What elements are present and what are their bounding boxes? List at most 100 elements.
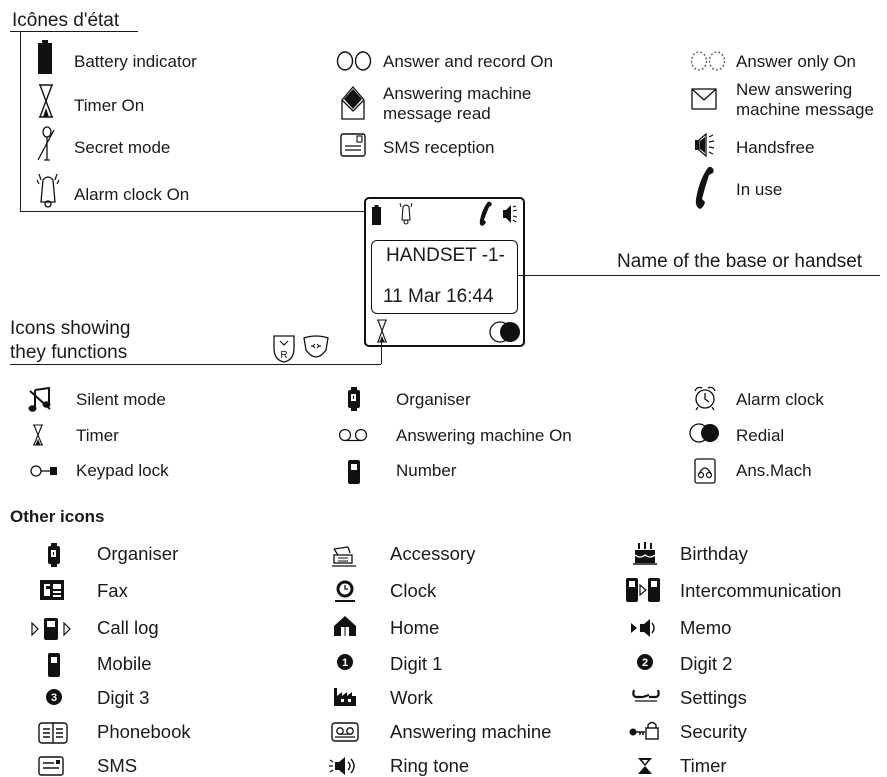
accessory-icon	[330, 545, 358, 567]
display-redial-icon	[489, 321, 521, 343]
silent-mode-icon	[28, 386, 52, 413]
fn-label-keypad-lock: Keypad lock	[76, 461, 169, 480]
alarm-clock-icon	[692, 385, 718, 411]
svg-text:2: 2	[642, 657, 648, 669]
handsfree-icon	[694, 132, 718, 158]
status-label-in-use: In use	[736, 180, 783, 199]
timer-on-icon	[38, 84, 54, 118]
answering-machine-icon	[331, 722, 359, 742]
status-label-answer-record: Answer and record On	[383, 52, 554, 71]
settings-icon	[631, 687, 661, 705]
display-text-box	[371, 240, 518, 314]
clock-icon	[333, 579, 357, 603]
timer-icon	[32, 424, 44, 446]
other-label-intercommunication: Intercommunication	[680, 580, 842, 601]
status-label-secret-mode: Secret mode	[74, 138, 171, 157]
fn-label-answering-machine-on: Answering machine On	[396, 426, 572, 445]
name-connector-line	[518, 275, 880, 276]
other-label-fax: Fax	[97, 580, 128, 601]
status-label-handsfree: Handsfree	[736, 138, 815, 157]
mobile-icon	[47, 653, 61, 677]
other-label-settings: Settings	[680, 687, 747, 708]
answer-and-record-icon	[336, 51, 372, 71]
home-icon	[333, 615, 357, 637]
ans-mach-icon	[694, 458, 716, 484]
fn-label-number: Number	[396, 461, 457, 480]
display-line-2: 11 Mar 16:44	[383, 286, 494, 307]
status-label-answer-only: Answer only On	[736, 52, 856, 71]
status-label-sms-reception: SMS reception	[383, 138, 495, 157]
status-label-message-read: Answering machine message read	[383, 84, 532, 123]
sms-reception-icon	[340, 133, 366, 157]
battery-icon	[38, 40, 52, 74]
organiser-icon	[347, 387, 361, 411]
display-alarm-icon	[398, 202, 414, 226]
call-log-icon	[31, 618, 72, 640]
other-label-timer: Timer	[680, 755, 727, 776]
keypad-lock-icon	[30, 464, 58, 478]
other-timer-icon	[637, 757, 653, 775]
other-label-digit-2: Digit 2	[680, 653, 733, 674]
other-organiser-icon	[47, 543, 61, 567]
other-label-birthday: Birthday	[680, 543, 748, 564]
other-label-phonebook: Phonebook	[97, 721, 191, 742]
answering-machine-on-icon	[338, 428, 368, 442]
other-label-organiser: Organiser	[97, 543, 179, 564]
svg-text:3: 3	[51, 692, 57, 704]
display-handsfree-icon	[502, 203, 520, 225]
fn-label-alarm-clock: Alarm clock	[736, 390, 824, 409]
display-line-1: HANDSET -1-	[386, 245, 505, 266]
other-label-digit-1: Digit 1	[390, 653, 443, 674]
fn-label-organiser: Organiser	[396, 390, 471, 409]
redial-icon	[689, 423, 721, 443]
status-label-new-message: New answering machine message	[736, 80, 874, 119]
svg-text:1: 1	[342, 657, 348, 669]
display-battery-icon	[372, 205, 381, 225]
fn-label-ans-mach: Ans.Mach	[736, 461, 812, 480]
other-label-ring-tone: Ring tone	[390, 755, 470, 776]
digit-3-icon: 3	[45, 688, 63, 706]
status-title-underline	[10, 31, 138, 32]
other-label-accessory: Accessory	[390, 543, 476, 564]
birthday-icon	[633, 541, 657, 565]
fn-label-timer: Timer	[76, 426, 119, 445]
other-label-work: Work	[390, 687, 433, 708]
in-use-icon	[694, 165, 716, 211]
functions-label: Icons showing they functions	[10, 318, 131, 363]
other-label-memo: Memo	[680, 617, 732, 638]
memo-icon	[631, 617, 657, 639]
ring-tone-icon	[329, 756, 361, 776]
other-label-clock: Clock	[390, 580, 437, 601]
recall-key-icon[interactable]: R	[272, 334, 296, 364]
status-label-alarm-clock-on: Alarm clock On	[74, 185, 190, 204]
fax-icon	[40, 580, 64, 600]
number-icon	[347, 460, 361, 484]
functions-connector	[381, 339, 382, 364]
answer-only-icon	[690, 51, 726, 71]
other-label-mobile: Mobile	[97, 653, 152, 674]
name-of-base-label: Name of the base or handset	[617, 251, 863, 272]
svg-text:R: R	[280, 350, 287, 361]
other-icons-title: Other icons	[10, 507, 105, 526]
status-label-battery: Battery indicator	[74, 52, 197, 71]
message-read-icon	[341, 84, 365, 122]
fn-label-silent-mode: Silent mode	[76, 390, 166, 409]
status-label-timer-on: Timer On	[74, 96, 145, 115]
other-label-answering-machine: Answering machine	[390, 721, 552, 742]
display-timer-icon	[376, 319, 388, 343]
security-icon	[628, 719, 659, 741]
alarm-clock-on-icon	[36, 172, 60, 212]
intercommunication-icon	[626, 578, 660, 602]
other-label-home: Home	[390, 617, 440, 638]
digit-2-icon: 2	[636, 653, 654, 671]
secret-mode-icon	[36, 126, 56, 164]
navigation-key-icon[interactable]	[302, 334, 330, 364]
display-in-use-icon	[479, 201, 493, 227]
sms-icon	[38, 756, 64, 776]
other-label-sms: SMS	[97, 755, 138, 776]
other-label-security: Security	[680, 721, 747, 742]
status-bracket-horizontal	[20, 211, 364, 212]
new-message-icon	[691, 88, 717, 110]
other-label-digit-3: Digit 3	[97, 687, 150, 708]
other-label-call-log: Call log	[97, 617, 159, 638]
